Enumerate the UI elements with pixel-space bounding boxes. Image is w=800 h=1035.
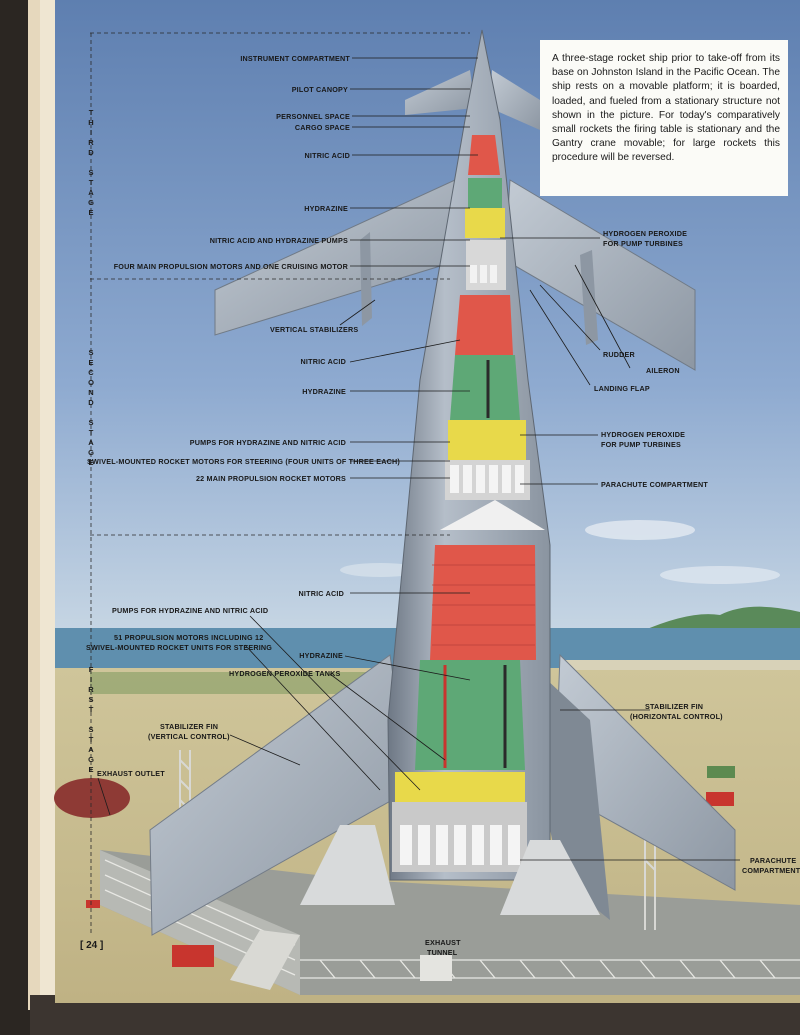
- label-exhaust-outlet: EXHAUST OUTLET: [97, 769, 165, 778]
- label-personnel-space: PERSONNEL SPACE: [276, 112, 350, 121]
- label-main-motors-third: FOUR MAIN PROPULSION MOTORS AND ONE CRUI…: [113, 262, 348, 271]
- label-pumps-first: PUMPS FOR HYDRAZINE AND NITRIC ACID: [112, 606, 269, 615]
- label-parachute-first-a: PARACHUTE: [750, 856, 797, 865]
- label-nitric-acid-first: NITRIC ACID: [298, 589, 344, 598]
- page-number: [ 24 ]: [80, 940, 104, 951]
- label-aileron: AILERON: [646, 366, 680, 375]
- label-hydrogen-peroxide-third-a: HYDROGEN PEROXIDE: [603, 229, 688, 238]
- label-exhaust-tunnel-a: EXHAUST: [425, 938, 461, 947]
- label-cargo-space: CARGO SPACE: [294, 123, 350, 132]
- label-exhaust-tunnel-b: TUNNEL: [427, 948, 458, 957]
- label-nitric-acid-second: NITRIC ACID: [300, 357, 346, 366]
- label-pumps-second: PUMPS FOR HYDRAZINE AND NITRIC ACID: [189, 438, 346, 447]
- label-motors-first-a: 51 PROPULSION MOTORS INCLUDING 12: [114, 633, 264, 642]
- label-rudder: RUDDER: [603, 350, 635, 359]
- label-hydrogen-peroxide-second-a: HYDROGEN PEROXIDE: [601, 430, 686, 439]
- label-stabilizer-fin-vertical-a: STABILIZER FIN: [160, 722, 219, 731]
- label-hydrazine-first: HYDRAZINE: [299, 651, 343, 660]
- label-hydrogen-peroxide-second-b: FOR PUMP TURBINES: [601, 440, 681, 449]
- hydrazine-tank: [415, 660, 525, 770]
- label-pilot-canopy: PILOT CANOPY: [291, 85, 348, 94]
- nitric-acid-tank: [430, 545, 536, 660]
- label-swivel-motors-second: SWIVEL-MOUNTED ROCKET MOTORS FOR STEERIN…: [87, 457, 400, 466]
- label-stabilizer-fin-horizontal-a: STABILIZER FIN: [645, 702, 704, 711]
- label-hp-tanks-first: HYDROGEN PEROXIDE TANKS: [229, 669, 341, 678]
- label-landing-flap: LANDING FLAP: [594, 384, 650, 393]
- label-hydrazine-third: HYDRAZINE: [304, 204, 348, 213]
- label-main-motors-second: 22 MAIN PROPULSION ROCKET MOTORS: [195, 474, 346, 483]
- label-parachute-first-b: COMPARTMENT: [742, 866, 800, 875]
- label-parachute-second: PARACHUTE COMPARTMENT: [601, 480, 708, 489]
- caption-box: A three-stage rocket ship prior to take-…: [540, 40, 788, 196]
- label-hydrogen-peroxide-third-b: FOR PUMP TURBINES: [603, 239, 683, 248]
- label-motors-first-b: SWIVEL-MOUNTED ROCKET UNITS FOR STEERING: [86, 643, 273, 652]
- label-hydrazine-second: HYDRAZINE: [302, 387, 346, 396]
- label-stabilizer-fin-vertical-b: (VERTICAL CONTROL): [148, 732, 230, 741]
- label-stabilizer-fin-horizontal-b: (HORIZONTAL CONTROL): [630, 712, 723, 721]
- label-pumps-third: NITRIC ACID AND HYDRAZINE PUMPS: [209, 236, 348, 245]
- label-nitric-acid-third: NITRIC ACID: [304, 151, 350, 160]
- label-instrument-compartment: INSTRUMENT COMPARTMENT: [240, 54, 350, 63]
- label-vertical-stabilizers: VERTICAL STABILIZERS: [270, 325, 359, 334]
